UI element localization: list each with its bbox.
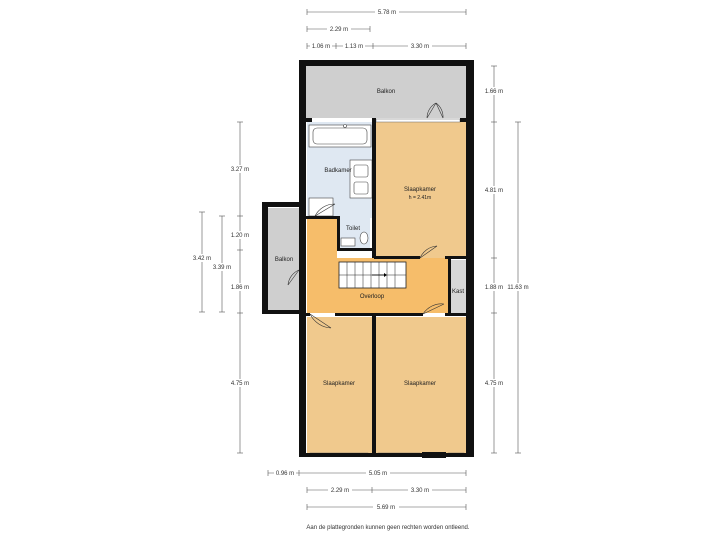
dim-left-inner: 3.39 m	[213, 265, 231, 271]
bedroom-br-floor	[376, 317, 466, 453]
dim-bottom-a: 0.96 m	[276, 471, 294, 477]
dim-left-c: 1.86 m	[231, 285, 249, 291]
room-label-slaapkamer-height: h = 2.41m	[409, 195, 431, 201]
dim-left-a: 3.27 m	[231, 167, 249, 173]
dim-top-total: 5.78 m	[378, 10, 396, 16]
room-label-kast: Kast	[452, 289, 464, 295]
bedroom-bl-floor	[307, 317, 372, 453]
staircase	[338, 261, 407, 289]
dim-top-a: 1.06 m	[312, 44, 330, 50]
dim-right-total: 11.63 m	[507, 285, 528, 291]
bath-fixtures	[308, 124, 373, 247]
dim-right-c: 1.88 m	[485, 285, 503, 291]
dim-bottom-c: 2.29 m	[331, 488, 349, 494]
dim-left-d: 4.75 m	[231, 381, 249, 387]
room-label-balkon-top: Balkon	[377, 89, 395, 95]
room-label-overloop: Overloop	[360, 294, 385, 300]
dim-right-d: 4.75 m	[485, 381, 503, 387]
balcony-left-floor	[268, 208, 299, 311]
room-label-slaapkamer-bl: Slaapkamer	[323, 381, 355, 387]
dim-left: 3.27 m 1.20 m 1.86 m 4.75 m 3.42 m 3.39 …	[191, 121, 251, 454]
room-label-toilet: Toilet	[346, 226, 360, 232]
disclaimer: Aan de plattegronden kunnen geen rechten…	[306, 525, 469, 531]
doors	[287, 102, 445, 329]
dim-top-b: 1.13 m	[345, 44, 363, 50]
dim-bottom-b: 5.05 m	[369, 471, 387, 477]
kast-floor	[450, 260, 466, 313]
dim-bottom-total: 5.69 m	[377, 505, 395, 511]
bedroom-main-floor	[376, 122, 466, 258]
dim-bottom: 0.96 m 5.05 m 2.29 m 3.30 m 5.69 m	[267, 469, 467, 511]
walls	[262, 60, 474, 458]
room-label-slaapkamer-br: Slaapkamer	[404, 381, 436, 387]
dim-right-a: 1.66 m	[485, 89, 503, 95]
dim-right-b: 4.81 m	[485, 188, 503, 194]
dim-bottom-d: 3.30 m	[411, 488, 429, 494]
dim-right: 1.66 m 4.81 m 1.88 m 4.75 m 11.63 m	[483, 65, 531, 454]
dim-top-mid: 2.29 m	[330, 27, 348, 33]
room-label-balkon-left: Balkon	[275, 257, 293, 263]
dim-left-b: 1.20 m	[231, 233, 249, 239]
dim-top-c: 3.30 m	[411, 44, 429, 50]
dim-left-outer: 3.42 m	[193, 256, 211, 262]
room-label-badkamer: Badkamer	[324, 168, 351, 174]
balcony-top-floor	[305, 66, 467, 118]
room-label-slaapkamer-main: Slaapkamer	[404, 187, 436, 193]
dim-top: 5.78 m 2.29 m 1.06 m 1.13 m 3.30 m	[306, 8, 467, 50]
